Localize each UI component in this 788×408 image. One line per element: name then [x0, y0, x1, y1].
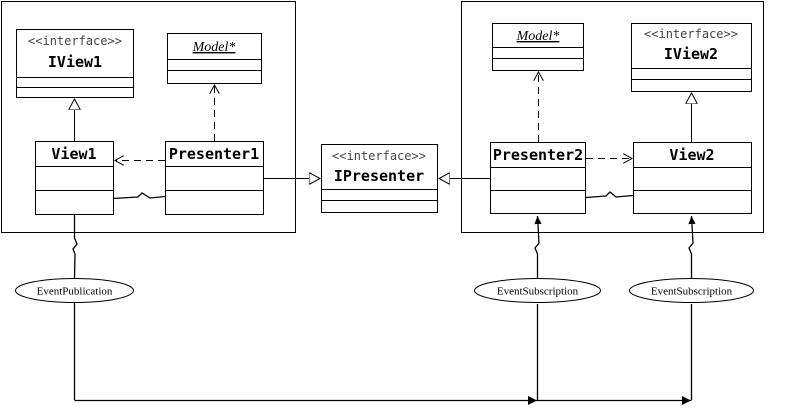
iview1-class: <<interface>> IView1 [16, 29, 134, 98]
ipresenter-class: <<interface>> IPresenter [321, 144, 438, 213]
ipresenter-stereotype: <<interface>> [332, 149, 426, 163]
presenter2-name: Presenter2 [493, 146, 583, 164]
event-subscription-node-1 [474, 278, 601, 303]
bus-arrow-2 [682, 396, 691, 405]
iview2-name: IView2 [664, 45, 718, 63]
view2-name: View2 [669, 146, 714, 164]
ipresenter-name: IPresenter [334, 167, 424, 185]
presenter2-subscription-link [534, 215, 542, 278]
event-publication-node [15, 278, 134, 303]
event-subscription-node-2 [629, 278, 754, 303]
right-model-class: Model* [492, 23, 584, 71]
left-model-name: Model* [192, 40, 236, 55]
left-model-class: Model* [167, 33, 262, 84]
view1-publication-link [72, 215, 78, 279]
view1-presenter1-association [112, 192, 166, 200]
view1-class: View1 [35, 141, 114, 215]
event-publication-label: EventPublication [37, 286, 113, 298]
event-subscription-label-1: EventSubscription [497, 286, 579, 298]
iview1-stereotype: <<interface>> [28, 34, 122, 48]
presenter2-class: Presenter2 [490, 142, 586, 214]
view2-class: View2 [633, 142, 752, 214]
iview1-name: IView1 [48, 53, 102, 71]
event-subscription-label-2: EventSubscription [651, 286, 733, 298]
iview2-class: <<interface>> IView2 [631, 23, 752, 92]
view1-name: View1 [51, 145, 96, 163]
view2-subscription-link [688, 215, 696, 278]
iview2-stereotype: <<interface>> [644, 27, 738, 41]
right-group-frame [461, 1, 764, 233]
right-model-name: Model* [516, 29, 560, 44]
presenter1-name: Presenter1 [169, 145, 259, 163]
bus-arrow-1 [528, 396, 537, 405]
presenter2-view2-association [585, 191, 634, 199]
left-group-frame [1, 1, 296, 233]
presenter1-class: Presenter1 [165, 141, 264, 215]
